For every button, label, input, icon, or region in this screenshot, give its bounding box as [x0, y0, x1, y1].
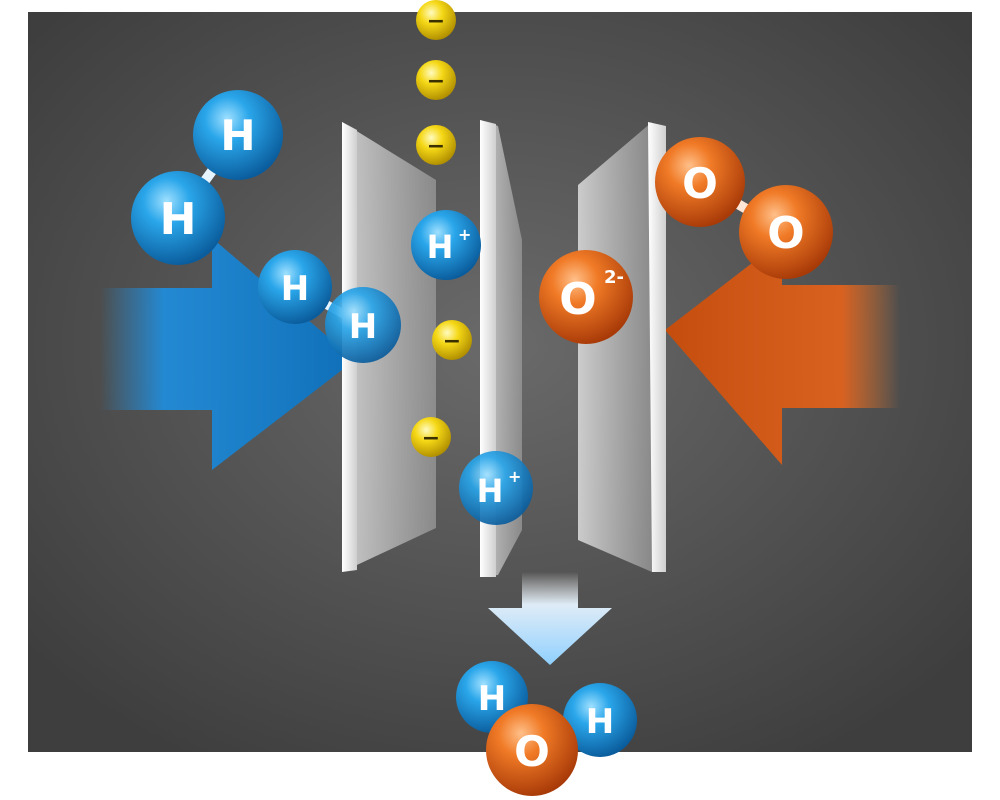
proton-label: H	[477, 472, 504, 510]
electron-label: −	[427, 134, 445, 159]
oxygen-atom	[739, 185, 833, 279]
proton-1: H +	[411, 210, 481, 280]
oxygen-atom	[486, 704, 578, 796]
proton-charge: +	[508, 467, 521, 486]
electron-label: −	[427, 69, 445, 94]
hydrogen-molecule-2: H H	[258, 250, 401, 363]
hydrogen-atom-label: H	[478, 679, 506, 719]
electron: −	[411, 417, 451, 457]
hydrogen-atom-label: H	[160, 194, 197, 245]
electron: −	[432, 320, 472, 360]
hydrogen-atom-label: H	[281, 269, 309, 309]
hydrogen-atom-label: H	[349, 307, 377, 347]
oxygen-atom-label: O	[514, 727, 550, 776]
oxygen-inlet-arrow	[665, 240, 900, 465]
hydrogen-atom-label: H	[586, 702, 614, 742]
oxygen-molecule: O O	[655, 137, 833, 279]
oxygen-atom-label: O	[682, 159, 718, 208]
oxygen-atom	[655, 137, 745, 227]
water-molecule: H H O	[456, 661, 637, 796]
hydrogen-atom	[563, 683, 637, 757]
hydrogen-atom	[258, 250, 332, 324]
hydrogen-atom	[325, 287, 401, 363]
water-outlet-arrow	[488, 572, 612, 665]
electron-label: −	[443, 329, 461, 354]
hydrogen-atom	[131, 171, 225, 265]
arrow-left-icon	[665, 240, 900, 465]
oxygen-atom-label: O	[767, 208, 804, 259]
electron-label: −	[422, 426, 440, 451]
electron-label: −	[427, 9, 445, 34]
proton-2: H +	[459, 451, 533, 525]
electron: −	[416, 60, 456, 100]
hydrogen-atom	[193, 90, 283, 180]
proton-charge: +	[458, 225, 471, 244]
hydrogen-inlet-arrow	[100, 238, 355, 470]
oxide-ion-label: O	[559, 274, 596, 325]
electron: −	[416, 0, 456, 40]
arrow-down-icon	[488, 572, 612, 665]
hydrogen-molecule-1: H H	[131, 90, 283, 265]
arrow-right-icon	[100, 238, 355, 470]
oxide-ion: O 2-	[539, 250, 633, 344]
cathode-plate	[578, 122, 666, 572]
hydrogen-atom-label: H	[220, 111, 255, 160]
oxide-ion-charge: 2-	[604, 267, 624, 288]
proton-label: H	[427, 228, 454, 266]
electron: −	[416, 125, 456, 165]
